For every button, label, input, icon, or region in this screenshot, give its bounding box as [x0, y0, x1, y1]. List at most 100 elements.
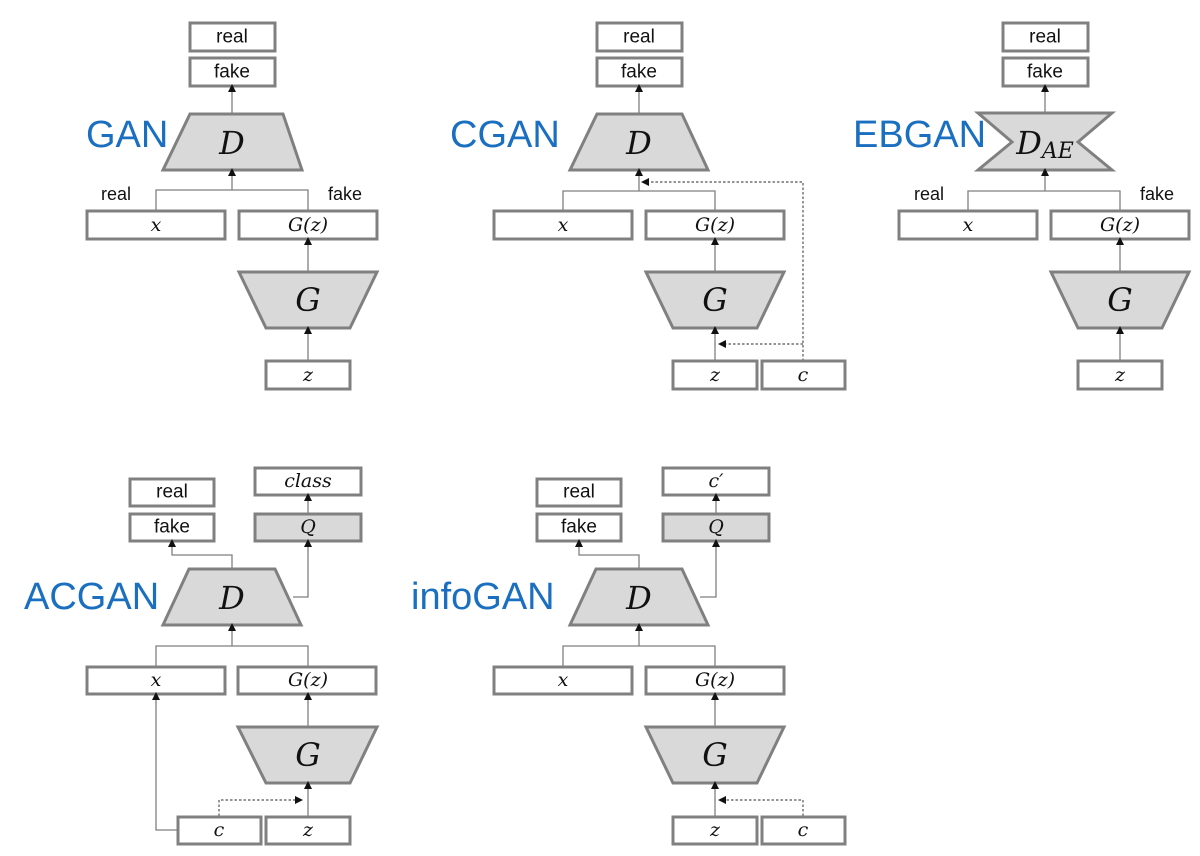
acgan-discriminator-label: D — [218, 579, 245, 617]
ebgan-discriminator-subscript: AE — [1040, 139, 1074, 164]
acgan-aux-network-label: Q — [300, 516, 316, 538]
acgan-noise-z-label: z — [302, 819, 314, 841]
acgan-output-real-label: real — [156, 482, 188, 503]
acgan-input-gz: G(z) — [236, 665, 378, 696]
ebgan-input-x-label: x — [963, 214, 974, 236]
acgan-aux-output-label: class — [284, 470, 332, 492]
acgan-discriminator: D — [160, 567, 304, 627]
gan-real-label: real — [101, 184, 131, 204]
gan-discriminator: D — [160, 112, 305, 172]
infogan-generator: G — [643, 725, 787, 785]
infogan-output-real: real — [535, 477, 623, 508]
infogan-panel: infoGAN real fake c′ Q D x — [411, 466, 847, 846]
infogan-generator-label: G — [702, 736, 728, 774]
ebgan-autoencoder-discriminator: DAE — [973, 111, 1117, 172]
infogan-condition-to-g-dashed — [718, 796, 804, 816]
ebgan-output-real: real — [1001, 21, 1090, 53]
cgan-title: CGAN — [450, 114, 560, 156]
acgan-panel: ACGAN real fake class Q D x — [24, 466, 380, 846]
infogan-condition-c-label: c — [798, 819, 809, 841]
cgan-output-fake-label: fake — [621, 62, 657, 83]
cgan-generator: G — [643, 270, 787, 330]
cgan-panel: CGAN real fake D x G(z) G — [450, 21, 847, 391]
gan-panel: GAN real fake D real fake x G(z) G — [85, 21, 380, 391]
gan-input-gz: G(z) — [237, 209, 379, 241]
ebgan-noise-z-label: z — [1114, 364, 1126, 386]
ebgan-input-gz: G(z) — [1049, 209, 1191, 241]
cgan-input-x: x — [492, 209, 634, 241]
cgan-output-fake: fake — [595, 56, 684, 88]
cgan-merge-line — [562, 190, 716, 211]
cgan-generator-label: G — [702, 281, 728, 319]
gan-generator-label: G — [295, 281, 321, 319]
cgan-noise-z: z — [671, 359, 759, 391]
acgan-condition-to-g-dashed — [218, 796, 303, 816]
acgan-merge-line — [155, 645, 309, 666]
acgan-condition-c: c — [176, 815, 263, 846]
infogan-noise-z-label: z — [709, 819, 721, 841]
svg-text:DAE: DAE — [1015, 124, 1074, 164]
cgan-noise-z-label: z — [709, 364, 721, 386]
ebgan-fake-label: fake — [1140, 184, 1174, 204]
ebgan-discriminator-label: D — [1015, 124, 1042, 162]
cgan-condition-c-label: c — [798, 364, 809, 386]
acgan-title: ACGAN — [24, 576, 159, 618]
gan-input-gz-label: G(z) — [288, 214, 328, 236]
infogan-aux-network-q: Q — [661, 512, 771, 543]
acgan-generator-label: G — [295, 736, 321, 774]
ebgan-input-gz-label: G(z) — [1100, 214, 1140, 236]
infogan-output-fake: fake — [535, 512, 623, 543]
ebgan-merge-line — [967, 190, 1121, 211]
gan-input-x-label: x — [151, 214, 162, 236]
infogan-arrow-d-to-output — [575, 539, 640, 569]
gan-noise-z: z — [264, 359, 352, 391]
ebgan-generator: G — [1048, 270, 1192, 330]
infogan-noise-z: z — [671, 815, 759, 846]
acgan-output-fake: fake — [128, 512, 216, 543]
gan-output-fake: fake — [188, 56, 277, 88]
acgan-output-real: real — [128, 477, 216, 508]
cgan-condition-c: c — [760, 359, 847, 391]
ebgan-input-x: x — [897, 209, 1039, 241]
cgan-discriminator: D — [567, 112, 711, 172]
acgan-output-fake-label: fake — [154, 517, 190, 538]
acgan-condition-to-x-line — [152, 692, 178, 831]
infogan-condition-c: c — [760, 815, 847, 846]
acgan-input-x: x — [85, 665, 227, 696]
cgan-input-gz-label: G(z) — [695, 214, 735, 236]
ebgan-output-real-label: real — [1029, 27, 1061, 48]
infogan-aux-output-label: c′ — [709, 470, 725, 492]
gan-output-fake-label: fake — [214, 62, 250, 83]
cgan-discriminator-label: D — [625, 124, 652, 162]
gan-input-x: x — [85, 209, 227, 241]
ebgan-noise-z: z — [1076, 359, 1164, 391]
gan-generator: G — [236, 270, 380, 330]
ebgan-output-fake: fake — [1001, 56, 1090, 88]
ebgan-title: EBGAN — [853, 114, 986, 156]
gan-output-real-label: real — [216, 27, 248, 48]
ebgan-generator-label: G — [1107, 281, 1133, 319]
infogan-discriminator-label: D — [625, 579, 652, 617]
ebgan-output-fake-label: fake — [1027, 62, 1063, 83]
gan-noise-z-label: z — [302, 364, 314, 386]
infogan-aux-network-label: Q — [708, 516, 724, 538]
ebgan-real-label: real — [914, 184, 944, 204]
gan-merge-line — [155, 189, 309, 210]
infogan-discriminator: D — [567, 567, 711, 627]
acgan-generator: G — [235, 725, 380, 785]
gan-discriminator-label: D — [218, 124, 245, 162]
acgan-input-gz-label: G(z) — [288, 669, 328, 691]
infogan-title: infoGAN — [411, 576, 555, 618]
gan-fake-label: fake — [328, 184, 362, 204]
infogan-output-real-label: real — [563, 482, 595, 503]
infogan-merge-line — [562, 645, 716, 666]
ebgan-panel: EBGAN real fake DAE real fake x G(z) — [853, 21, 1192, 391]
infogan-output-fake-label: fake — [561, 517, 597, 538]
infogan-aux-output-c-prime: c′ — [661, 466, 771, 497]
acgan-arrow-d-to-q — [293, 539, 312, 598]
gan-output-real: real — [188, 21, 277, 53]
acgan-arrow-d-to-output — [168, 539, 233, 569]
infogan-input-x: x — [492, 665, 634, 696]
cgan-input-x-label: x — [558, 214, 569, 236]
